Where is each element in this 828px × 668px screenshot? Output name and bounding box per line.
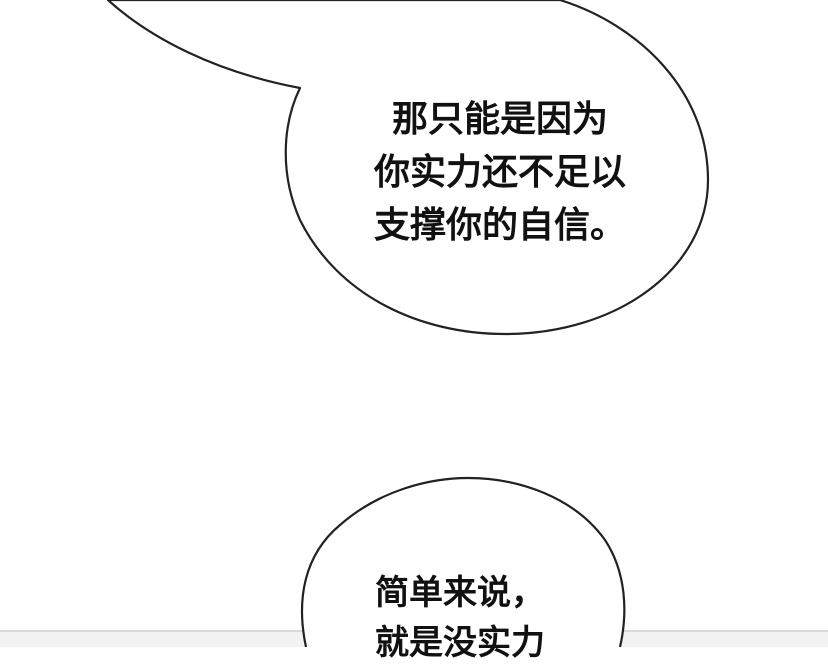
dialogue-line: 简单来说，: [375, 573, 545, 613]
comic-artwork: [0, 0, 828, 648]
dialogue-line: 就是没实力: [375, 623, 545, 663]
dialogue-line: 支撑你的自信。: [373, 205, 626, 246]
dialogue-line: 你实力还不足以: [373, 152, 626, 193]
speech-bubble-top: [106, 0, 710, 336]
speech-bubble-bottom-text: 简单来说， 就是没实力: [320, 568, 600, 668]
speech-bubble-bottom: [300, 476, 626, 648]
speech-bubble-top-text: 那只能是因为 你实力还不足以 支撑你的自信。: [340, 93, 660, 252]
dialogue-line: 那只能是因为: [391, 99, 608, 140]
